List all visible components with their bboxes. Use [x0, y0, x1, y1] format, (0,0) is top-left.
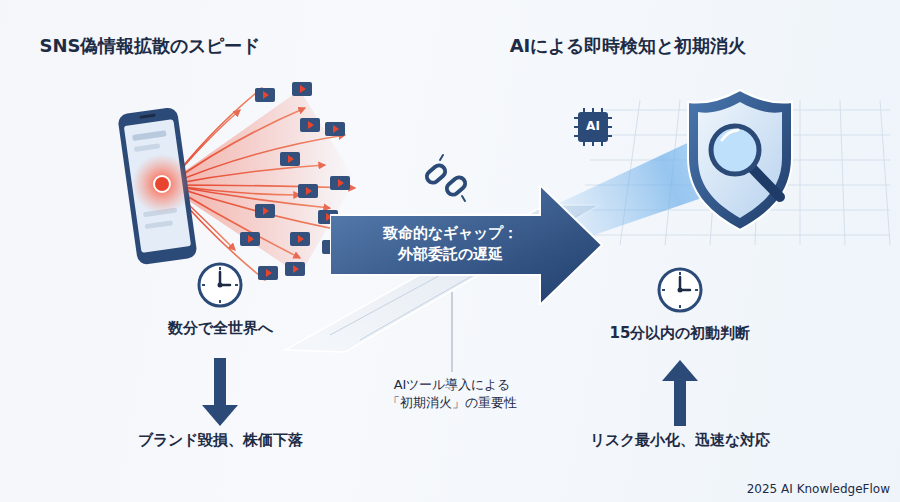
alert-dot	[154, 176, 170, 192]
section-heading: AIによる即時検知と初期消火	[463, 34, 793, 58]
section-heading: SNS偽情報拡散のスピード	[5, 34, 295, 58]
clock-icon	[199, 264, 241, 306]
alert-glow	[132, 154, 192, 214]
magnifier-icon	[711, 126, 780, 197]
clock-icon	[659, 269, 701, 311]
watermark: 2025 AI KnowledgeFlow	[670, 481, 890, 497]
note-text: AIツール導入による 「初期消火」の重要性	[377, 376, 527, 411]
shield-icon	[688, 90, 792, 230]
down-arrow	[202, 358, 238, 426]
arrow-text-area: 致命的なギャップ： 外部委託の遅延	[360, 215, 540, 273]
response-caption: 15分以内の初動判断	[570, 323, 790, 343]
arrow-label: 致命的なギャップ： 外部委託の遅延	[360, 223, 540, 265]
smartphone	[117, 107, 198, 266]
chip-text: AI	[578, 118, 608, 134]
ai-chip	[574, 108, 612, 146]
impact-caption: ブランド毀損、株価下落	[90, 430, 350, 450]
speed-caption: 数分で全世界へ	[110, 318, 330, 338]
gap-arrow: 致命的なギャップ： 外部委託の遅延	[330, 185, 605, 305]
arrow-body	[330, 185, 602, 305]
up-arrow	[662, 360, 698, 426]
result-caption: リスク最小化、迅速な対応	[550, 430, 810, 450]
leader-line	[452, 292, 453, 372]
broken-chain	[424, 155, 467, 201]
